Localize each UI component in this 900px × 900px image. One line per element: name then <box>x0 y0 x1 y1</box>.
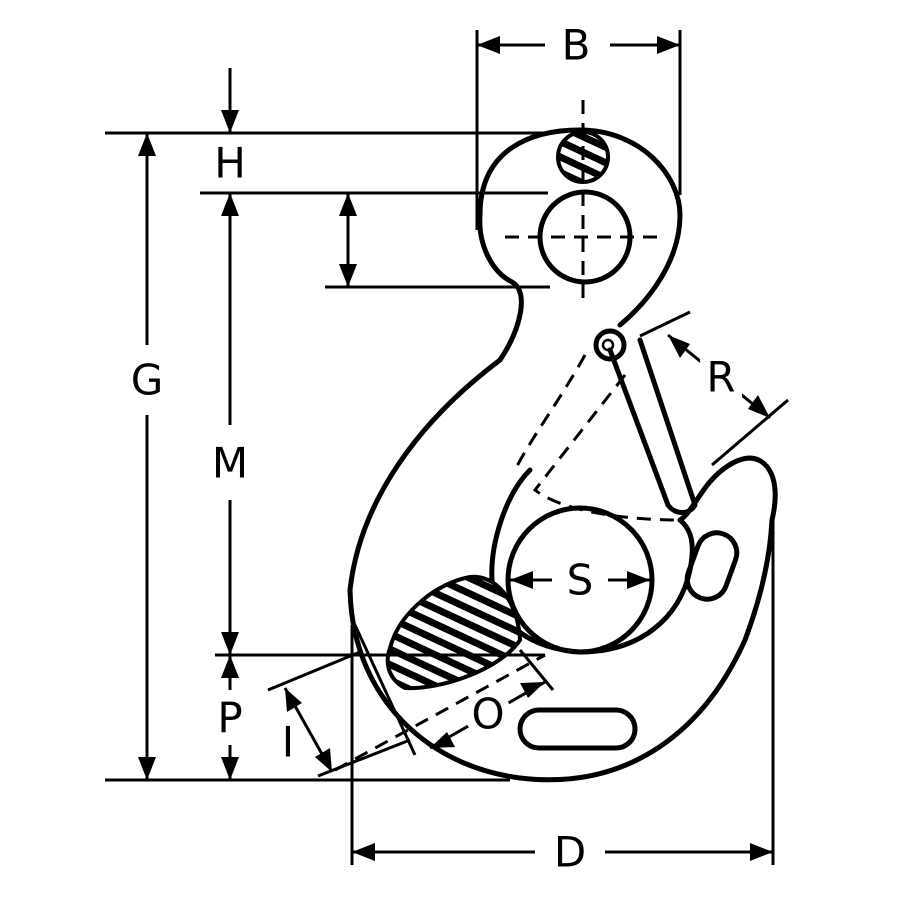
dimension-g: G <box>131 133 164 780</box>
ext-r-bottom <box>711 398 789 467</box>
label-d: D <box>554 828 586 877</box>
dim-r-arrow-bottom <box>748 395 770 418</box>
dim-g-arrow-top <box>138 133 156 156</box>
safety-latch <box>513 328 698 522</box>
dimension-d: D <box>352 828 773 877</box>
dimension-i: I <box>276 687 334 773</box>
label-r-bg <box>700 355 742 399</box>
dim-o-arrow-left <box>430 732 455 748</box>
dim-p-arrow-bottom <box>221 757 239 780</box>
dim-m-arrow-bottom <box>221 632 239 655</box>
dim-i-arrow-bottom <box>315 748 332 772</box>
o-centerline <box>334 653 546 772</box>
dim-m-arrow-top <box>221 193 239 216</box>
ext-i-b <box>317 738 411 778</box>
dim-o-arrow-right <box>520 682 545 698</box>
eye-centerlines <box>505 100 660 300</box>
dim-eye-arrow-top <box>339 193 357 216</box>
side-slot <box>684 530 740 602</box>
label-b: B <box>562 21 591 70</box>
label-p: P <box>217 694 242 743</box>
extension-lines <box>105 30 789 865</box>
latch-pivot <box>593 328 627 362</box>
dim-p-arrow-top <box>221 655 239 678</box>
label-i-bg <box>276 722 300 762</box>
ext-o-right <box>518 649 555 691</box>
ext-o-left <box>353 624 417 756</box>
label-i: I <box>282 718 294 767</box>
hook-outer-contour <box>347 127 778 783</box>
dimension-m: M <box>212 193 248 655</box>
ext-r-top <box>639 310 691 338</box>
label-g: G <box>131 356 164 405</box>
latch-pivot-pin <box>601 338 615 352</box>
label-m: M <box>212 439 248 488</box>
dim-d-arrow-left <box>352 843 375 861</box>
chain-section <box>385 574 523 691</box>
latch-hidden-edge <box>513 354 681 522</box>
dimension-o: O <box>429 680 546 750</box>
dimension-p: P <box>217 655 243 780</box>
dimension-b: B <box>477 21 680 70</box>
dimension-eye-height <box>339 193 357 287</box>
ext-i-a <box>267 650 361 692</box>
dim-b-arrow-right <box>657 36 680 54</box>
label-o: O <box>471 690 504 739</box>
dimension-s: S <box>510 556 650 605</box>
latch-arm <box>607 337 698 515</box>
dim-h-arrow-top <box>221 110 239 133</box>
dim-s-arrow-right <box>627 571 650 589</box>
label-o-bg <box>464 692 512 736</box>
dim-d-arrow-right <box>750 843 773 861</box>
dim-r-arrow-top <box>668 335 690 358</box>
hook-body <box>347 127 778 783</box>
dimension-r: R <box>667 333 771 420</box>
dim-b-arrow-left <box>477 36 500 54</box>
lower-slot <box>517 707 638 751</box>
dim-s-arrow-left <box>510 571 533 589</box>
dim-eye-arrow-bottom <box>339 264 357 287</box>
label-r: R <box>706 353 735 402</box>
label-s: S <box>567 556 594 605</box>
label-h: H <box>214 139 246 188</box>
dim-i-arrow-top <box>285 688 302 712</box>
dim-g-arrow-bottom <box>138 757 156 780</box>
